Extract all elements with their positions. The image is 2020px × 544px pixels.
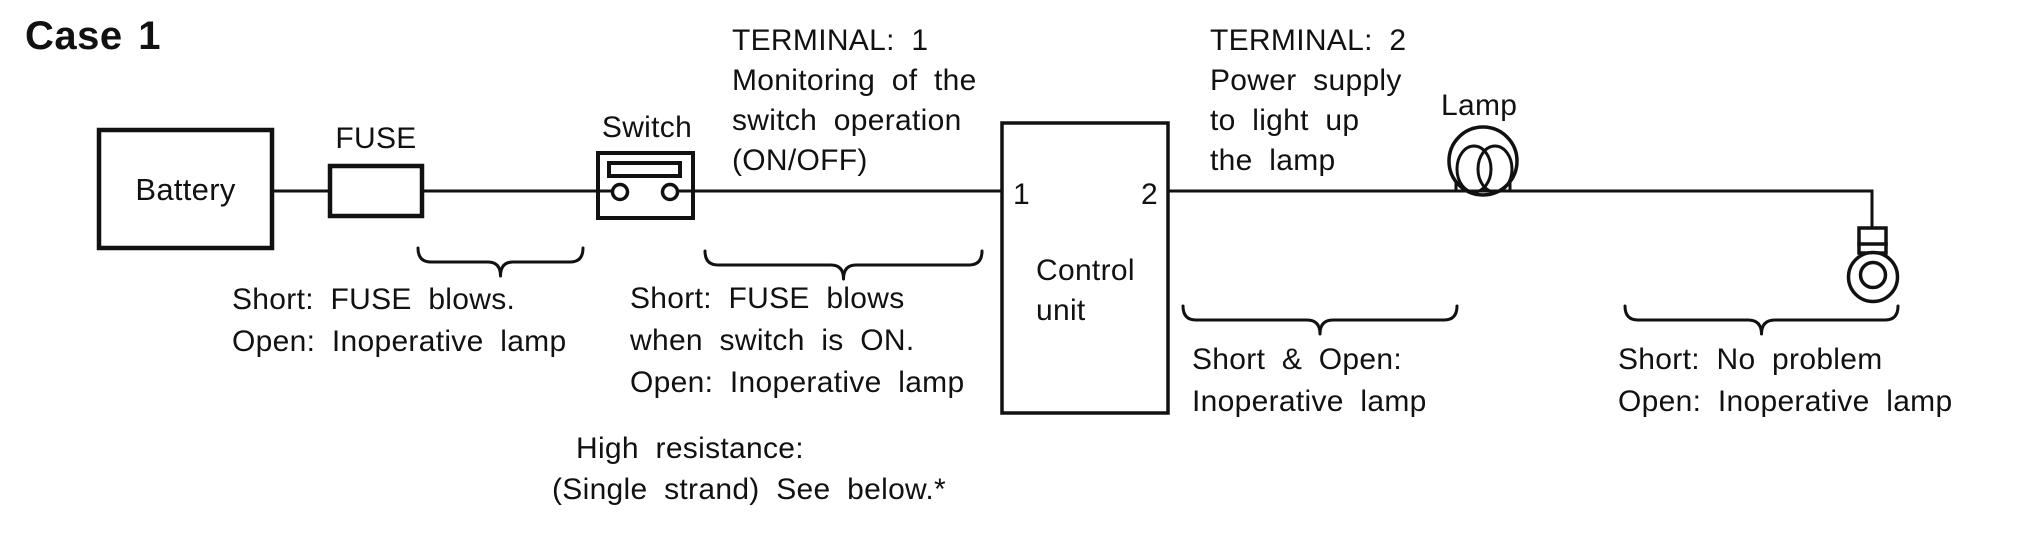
switch-label: Switch [601, 111, 693, 144]
terminal1-note: TERMINAL: 1 Monitoring of the switch ope… [732, 21, 977, 181]
switch-to-control-note-line: when switch is ON. [630, 324, 915, 357]
fuse-box [327, 163, 425, 219]
control-to-lamp-note: Short & Open: Inoperative lamp [1192, 339, 1427, 423]
lamp-bulb-icon [1447, 125, 1519, 197]
underbrace-lamp-to-ground [1623, 304, 1900, 336]
control-unit-label: Control unit [1036, 251, 1135, 331]
control-unit-box [1000, 121, 1170, 415]
switch-to-control-note-line: Open: Inoperative lamp [630, 366, 965, 399]
control-unit-terminal-2: 2 [1141, 178, 1158, 211]
battery-box [96, 127, 275, 251]
switch-to-control-note: Short: FUSE blows when switch is ON. Ope… [630, 278, 964, 404]
ground-connector-icon [1846, 226, 1900, 304]
control-unit-terminal-1: 1 [1013, 178, 1030, 211]
terminal2-note-line: TERMINAL: 2 [1210, 24, 1407, 57]
terminal2-note: TERMINAL: 2 Power supply to light up the… [1210, 21, 1406, 181]
high-resistance-note-line: High resistance: [576, 432, 804, 465]
switch-symbol [596, 151, 695, 220]
terminal2-note-line: the lamp [1210, 144, 1336, 177]
fuse-to-switch-note: Short: FUSE blows. Open: Inoperative lam… [232, 279, 566, 363]
switch-to-control-note-line: Short: FUSE blows [630, 282, 905, 315]
page-title: Case 1 [25, 14, 161, 58]
battery-label: Battery [135, 172, 236, 207]
terminal2-note-line: Power supply [1210, 64, 1402, 97]
terminal1-note-line: Monitoring of the [732, 64, 977, 97]
high-resistance-note: High resistance: (Single strand) See bel… [552, 428, 946, 510]
underbrace-fuse-to-switch [416, 246, 585, 278]
lamp-label: Lamp [1441, 89, 1518, 122]
high-resistance-note-line: (Single strand) See below.* [552, 473, 946, 506]
fuse-to-switch-note-line: Open: Inoperative lamp [232, 325, 567, 358]
lamp-to-ground-note: Short: No problem Open: Inoperative lamp [1618, 339, 1952, 423]
terminal1-note-line: switch operation [732, 104, 962, 137]
fuse-to-switch-note-line: Short: FUSE blows. [232, 283, 516, 316]
terminal2-note-line: to light up [1210, 104, 1360, 137]
terminal1-note-line: TERMINAL: 1 [732, 24, 929, 57]
underbrace-switch-to-control [703, 249, 984, 281]
control-unit-label-line1: Control [1036, 254, 1135, 287]
control-to-lamp-note-line: Short & Open: [1192, 343, 1403, 376]
control-unit-label-line2: unit [1036, 294, 1086, 327]
lamp-to-ground-note-line: Short: No problem [1618, 343, 1883, 376]
lamp-to-ground-note-line: Open: Inoperative lamp [1618, 385, 1953, 418]
underbrace-control-to-lamp [1181, 304, 1459, 336]
wire-control-unit-to-ground [1166, 180, 1874, 230]
control-to-lamp-note-line: Inoperative lamp [1192, 385, 1427, 418]
terminal1-note-line: (ON/OFF) [732, 144, 868, 177]
fuse-label: FUSE [335, 122, 417, 155]
